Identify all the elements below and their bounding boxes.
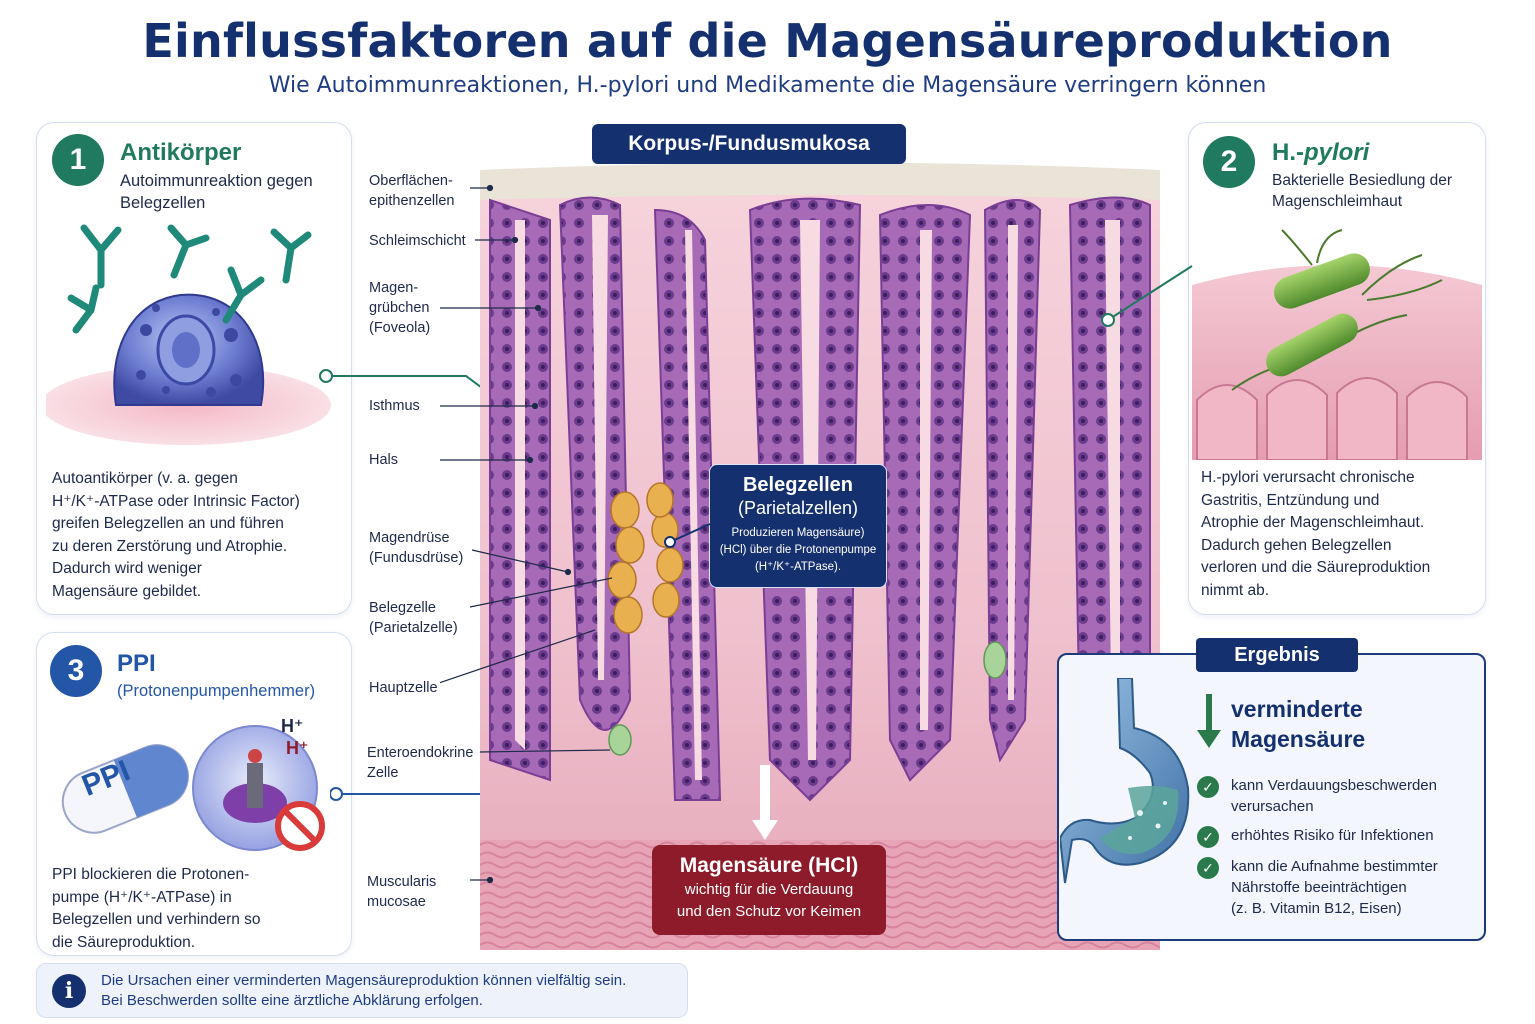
result-tab-label: Ergebnis <box>1196 638 1358 672</box>
result-item-infektionen: ✓ erhöhtes Risiko für Infektionen <box>1197 825 1477 848</box>
label-enteroendokrine-zelle: Enteroendokrine Zelle <box>367 745 474 781</box>
panel-1-text: Autoantikörper (v. a. gegen H⁺/K⁺-ATPase… <box>52 470 300 600</box>
parietal-cells <box>607 482 684 634</box>
h-pylori-illustration <box>1192 229 1482 460</box>
antibody-attack-illustration <box>46 224 331 445</box>
check-icon: ✓ <box>1197 826 1219 848</box>
proton-label-2: H⁺ <box>286 738 309 758</box>
step-number-1: 1 <box>52 134 104 186</box>
enteroendocrine-cells <box>608 641 1007 756</box>
panel-2-subtitle: Bakterielle Besiedlung der Magenschleimh… <box>1272 172 1453 210</box>
mucosa-folds <box>1196 377 1468 460</box>
h-pylori-bacteria-icon <box>1231 229 1443 391</box>
label-magengruebchen: Magen- grübchen (Foveola) <box>369 280 431 336</box>
result-item-naehrstoffe: ✓ kann die Aufnahme bestimmter Nährstoff… <box>1197 856 1477 919</box>
callout-belegzellen: Belegzellen (Parietalzellen) Produzieren… <box>709 464 887 588</box>
proton-label-1: H⁺ <box>281 716 304 736</box>
label-oberflaechenepithel: Oberflächen- epithenzellen <box>369 173 455 209</box>
damaged-parietal-cell <box>113 293 265 406</box>
check-icon: ✓ <box>1197 857 1219 879</box>
panel-2-text: H.-pylori verursacht chronische Gastriti… <box>1201 469 1431 599</box>
page-title: Einflussfaktoren auf die Magensäureprodu… <box>142 14 1393 68</box>
proton-pump-icon <box>223 749 287 823</box>
label-belegzelle: Belegzelle (Parietalzelle) <box>369 600 458 636</box>
label-isthmus: Isthmus <box>369 398 420 414</box>
panel-3-text: PPI blockieren die Protonen- pumpe (H⁺/K… <box>52 866 261 951</box>
arrow-down-icon <box>752 765 778 840</box>
page-subtitle: Wie Autoimmunreaktionen, H.-pylori und M… <box>268 73 1267 98</box>
antibody-icons <box>67 224 312 334</box>
info-icon: i <box>52 974 86 1008</box>
label-schleimschicht: Schleimschicht <box>369 233 466 249</box>
panel-3-title: PPI <box>117 650 156 677</box>
step-number-2: 2 <box>1203 136 1255 188</box>
connector-h-pylori <box>1101 265 1193 327</box>
ppi-pill-icon <box>61 744 189 834</box>
connector-belegzellen <box>664 523 711 548</box>
info-note-text: Die Ursachen einer verminderten Magensäu… <box>101 972 627 1009</box>
stomach-icon <box>1060 678 1190 884</box>
label-hals: Hals <box>369 452 399 468</box>
result-headline: verminderte Magensäure <box>1231 696 1366 752</box>
label-muscularis-mucosae: Muscularis mucosae <box>367 874 437 910</box>
section-label-korpus: Korpus-/Fundusmukosa <box>592 124 906 164</box>
label-magendruese: Magendrüse (Fundusdrüse) <box>369 530 464 566</box>
gland-lumens <box>515 215 1120 780</box>
label-leader-lines <box>440 184 613 884</box>
panel-1-title: Antikörper <box>120 139 242 166</box>
label-hauptzelle: Hauptzelle <box>369 680 438 696</box>
panel-2-title: H.-pylori <box>1272 139 1370 166</box>
blocked-sign-icon <box>275 801 325 851</box>
info-note-box <box>36 963 688 1018</box>
step-number-3: 3 <box>50 645 102 697</box>
ppi-illustration <box>61 725 325 851</box>
arrow-down-green-icon <box>1197 694 1221 748</box>
check-icon: ✓ <box>1197 776 1219 798</box>
result-item-verdauung: ✓ kann Verdauungsbeschwerden verursachen <box>1197 775 1477 817</box>
panel-3-subtitle: (Protonenpumpenhemmer) <box>117 682 316 700</box>
callout-magensaeure-hcl: Magensäure (HCl) wichtig für die Verdauu… <box>652 845 886 935</box>
panel-1-subtitle: Autoimmunreaktion gegen Belegzellen <box>120 172 313 212</box>
